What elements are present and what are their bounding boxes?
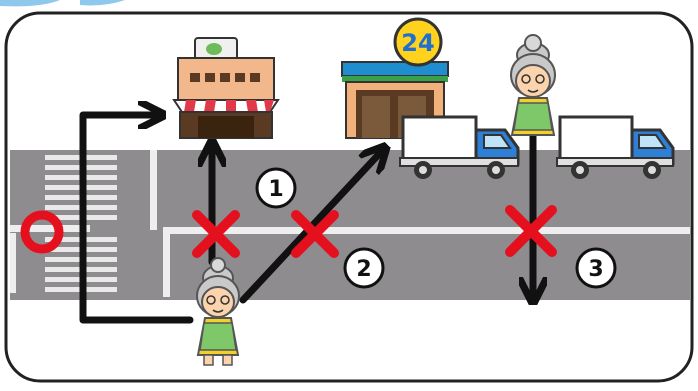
truck-icon: [556, 115, 675, 179]
route-arrow-around: [79, 115, 194, 324]
ng-cross-icon: [291, 210, 339, 258]
svg-text:3: 3: [588, 257, 603, 282]
route-label-2: 2: [343, 247, 385, 289]
shop-icon: [172, 37, 280, 139]
truck-icon: [399, 115, 520, 179]
grandmother-icon: [510, 34, 556, 136]
grandmother-icon: [196, 257, 240, 366]
store-24-sign: 24: [401, 29, 434, 57]
ng-cross-icon: [505, 205, 557, 257]
ng-cross-icon: [192, 210, 240, 258]
corner-decoration-2: [80, 0, 125, 6]
route-label-3: 3: [575, 247, 617, 289]
svg-text:1: 1: [268, 177, 283, 202]
corner-decoration: [0, 0, 60, 7]
ok-circle-icon: [20, 210, 64, 254]
svg-text:2: 2: [356, 257, 371, 282]
route-label-1: 1: [255, 167, 297, 209]
